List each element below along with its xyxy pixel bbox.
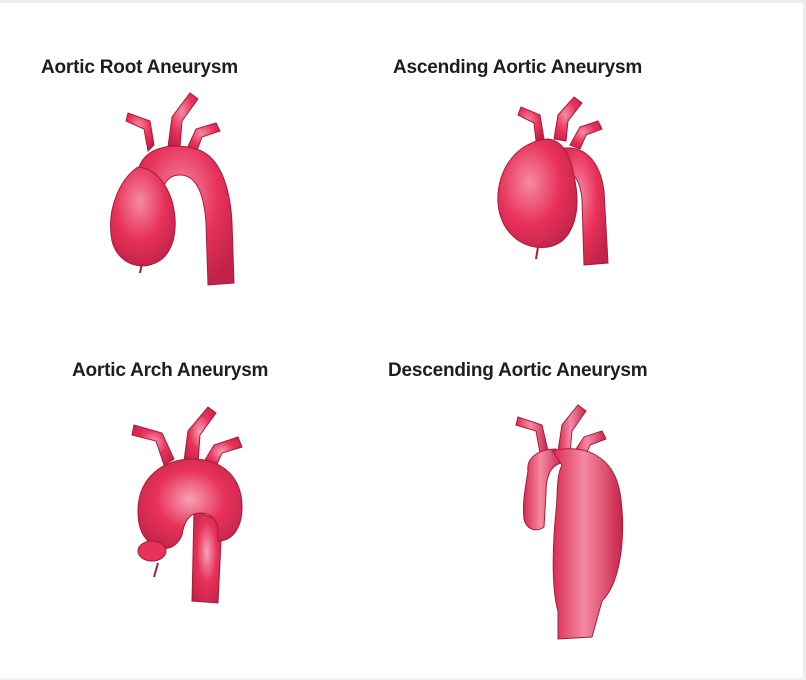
aortic-root-aneurysm-illustration (100, 83, 260, 293)
label-descending: Descending Aortic Aneurysm (388, 360, 647, 382)
label-aortic-arch: Aortic Arch Aneurysm (72, 360, 268, 382)
descending-aortic-aneurysm-illustration (506, 401, 646, 641)
aortic-arch-aneurysm-illustration (118, 401, 258, 611)
ascending-aortic-aneurysm-illustration (488, 91, 638, 281)
label-aortic-root: Aortic Root Aneurysm (41, 57, 238, 79)
label-ascending: Ascending Aortic Aneurysm (393, 57, 642, 79)
